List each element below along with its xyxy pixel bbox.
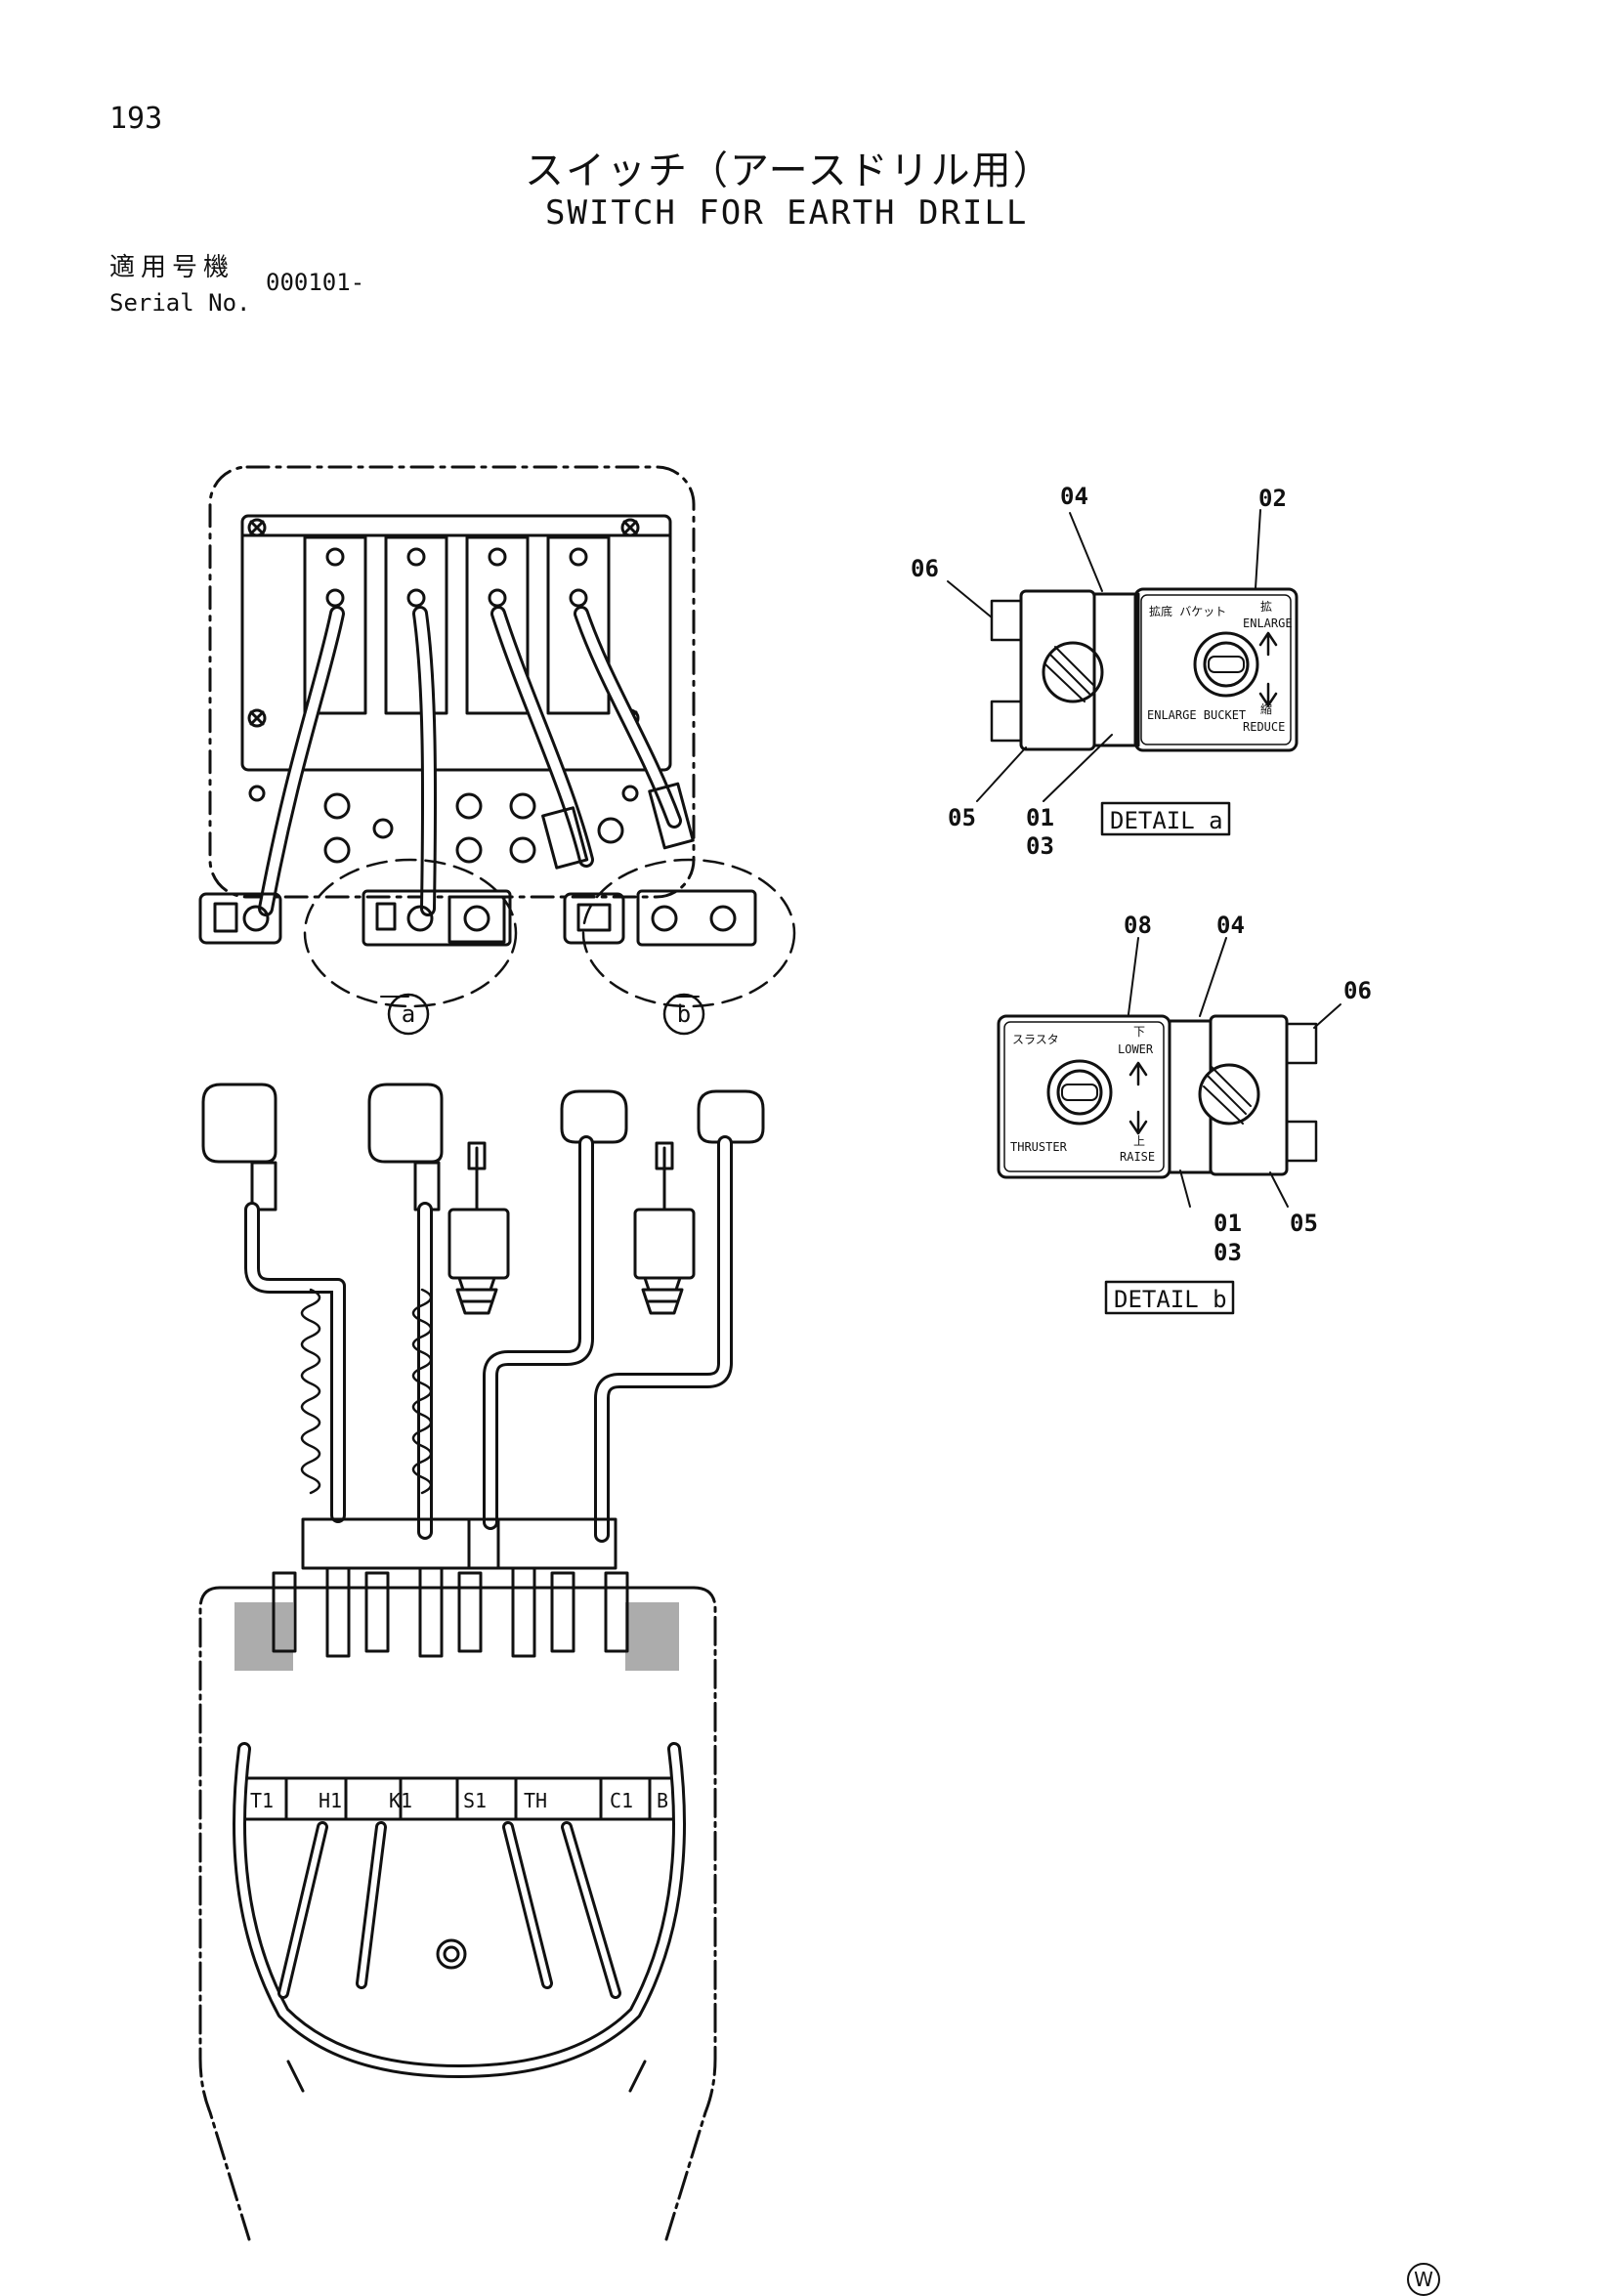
detail-a-plate-bucket: ENLARGE BUCKET bbox=[1147, 708, 1246, 722]
detail-b-part-08: 08 bbox=[1124, 912, 1152, 939]
page-number: 193 bbox=[109, 102, 163, 136]
detail-a-plate-jp-tl: 拡底 バケット bbox=[1149, 604, 1226, 618]
serial-number-value: 000101- bbox=[266, 269, 365, 296]
page-title-japanese: スイッチ（アースドリル用） bbox=[525, 149, 1054, 193]
detail-a-switch bbox=[947, 509, 1299, 836]
detail-b-part-05: 05 bbox=[1290, 1210, 1318, 1237]
detail-b-plate-thruster: THRUSTER bbox=[1010, 1140, 1068, 1154]
switch-box-top-view bbox=[198, 465, 796, 1036]
detail-b-plate-jp-tr: 下 bbox=[1133, 1025, 1145, 1039]
connector-label: TH bbox=[524, 1789, 547, 1812]
diagram-labels: a b 02 04 06 05 01 03 DETAIL a 拡底 バケット 拡… bbox=[250, 483, 1372, 1812]
detail-b-part-03: 03 bbox=[1214, 1239, 1242, 1266]
connector-label: C1 bbox=[610, 1789, 633, 1812]
connector-label: K1 bbox=[389, 1789, 412, 1812]
callout-a-label: a bbox=[402, 1000, 415, 1028]
detail-a-caption: DETAIL a bbox=[1110, 807, 1223, 834]
connector-label: S1 bbox=[463, 1789, 487, 1812]
detail-a-plate-jp-br: 縮 bbox=[1260, 702, 1272, 716]
detail-b-plate-jp-tl: スラスタ bbox=[1012, 1033, 1059, 1046]
detail-b-plate-lower: LOWER bbox=[1118, 1042, 1154, 1056]
detail-b-part-01: 01 bbox=[1214, 1210, 1242, 1237]
detail-b-plate-jp-br: 上 bbox=[1133, 1134, 1145, 1148]
detail-a-part-01: 01 bbox=[1026, 804, 1054, 831]
connector-label: T1 bbox=[250, 1789, 274, 1812]
detail-a-part-05: 05 bbox=[948, 804, 976, 831]
connector-label: H1 bbox=[319, 1789, 342, 1812]
page-title: SWITCH FOR EARTH DRILL bbox=[545, 193, 1029, 233]
detail-a-part-04: 04 bbox=[1060, 483, 1088, 510]
detail-a-plate-enlarge: ENLARGE bbox=[1243, 617, 1293, 630]
detail-a-plate-reduce: REDUCE bbox=[1243, 720, 1285, 734]
detail-a-part-03: 03 bbox=[1026, 832, 1054, 860]
harness-assembly-side-view bbox=[198, 1083, 765, 2241]
connector-label: B bbox=[657, 1789, 668, 1812]
serial-label: Serial No. bbox=[109, 289, 251, 317]
detail-b-part-04: 04 bbox=[1216, 912, 1245, 939]
detail-b-switch bbox=[997, 937, 1341, 1315]
callout-b-label: b bbox=[677, 1000, 691, 1028]
detail-a-part-02: 02 bbox=[1258, 485, 1287, 512]
serial-label-japanese: 適用号機 bbox=[109, 253, 235, 282]
detail-a-plate-jp-tr: 拡 bbox=[1260, 600, 1272, 614]
detail-b-plate-raise: RAISE bbox=[1120, 1150, 1155, 1164]
detail-a-part-06: 06 bbox=[911, 555, 939, 582]
detail-b-caption: DETAIL b bbox=[1114, 1286, 1227, 1313]
detail-b-part-06: 06 bbox=[1343, 977, 1372, 1004]
